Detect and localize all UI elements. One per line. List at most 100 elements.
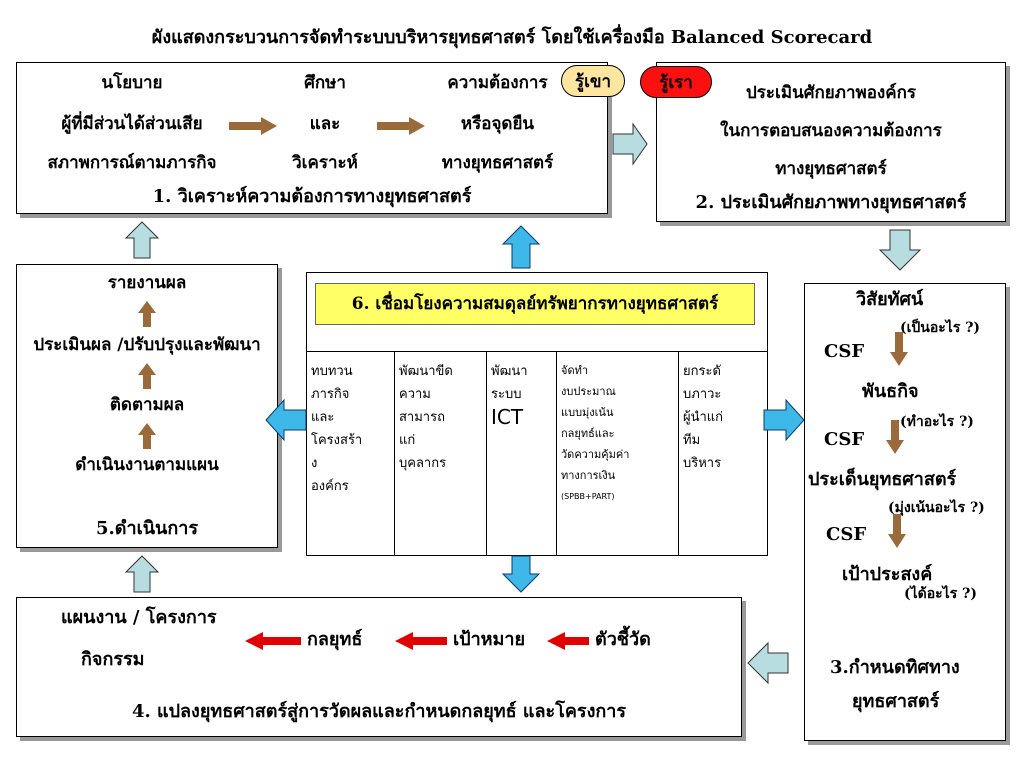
step6-col4-line: (SPBB+PART) bbox=[561, 492, 615, 501]
step2-box: ประเมินศักยภาพองค์กร ในการตอบสนองความต้อ… bbox=[656, 62, 1006, 222]
step5-operate: ดำเนินงานตามแผน bbox=[75, 455, 219, 475]
step4-target: เป้าหมาย bbox=[453, 629, 526, 650]
step6-col2-line: สามารถ bbox=[399, 410, 445, 425]
step1-label: 1. วิเคราะห์ความต้องการทางยุทธศาสตร์ bbox=[152, 186, 472, 207]
step3-label-line2: ยุทธศาสตร์ bbox=[852, 691, 940, 712]
step1-arrow-1 bbox=[229, 117, 277, 135]
step1-policy: นโยบาย bbox=[101, 73, 163, 93]
step6-col2-line: ความ bbox=[399, 387, 431, 402]
step1-and: และ bbox=[309, 114, 341, 134]
step1-arrow-2 bbox=[377, 117, 425, 135]
step3-csf-1: CSF bbox=[824, 341, 865, 362]
step2-line1: ประเมินศักยภาพองค์กร bbox=[746, 83, 916, 103]
step6-col2-line: แก่ bbox=[399, 433, 416, 448]
arrow-step2-to-step3 bbox=[878, 229, 922, 271]
step6-label-highlight: 6. เชื่อมโยงความสมดุลย์ทรัพยากรทางยุทธศา… bbox=[315, 283, 755, 325]
step4-strategy: กลยุทธ์ bbox=[307, 629, 363, 650]
step3-q2: (ทำอะไร ?) bbox=[900, 414, 974, 430]
badge-know-us: รู้เรา bbox=[640, 66, 712, 98]
step6-col1-line: และ bbox=[311, 410, 335, 425]
step4-label: 4. แปลงยุทธศาสตร์สู่การวัดผลและกำหนดกลยุ… bbox=[131, 701, 627, 722]
step3-issues: ประเด็นยุทธศาสตร์ bbox=[808, 469, 957, 490]
arrow-step3-to-step4 bbox=[747, 641, 789, 685]
step6-col-leadership: ยกระดั บภาวะ ผู้นำแก่ ทีม บริหาร bbox=[679, 352, 767, 556]
step3-mission: พันธกิจ bbox=[862, 381, 919, 402]
step6-col3-line: พัฒนา bbox=[491, 364, 528, 379]
step3-goals: เป้าประสงค์ bbox=[842, 564, 933, 585]
step3-vision: วิสัยทัศน์ bbox=[856, 289, 924, 310]
step3-csf-2: CSF bbox=[824, 429, 865, 450]
step1-stakeholders: ผู้ที่มีส่วนได้ส่วนเสีย bbox=[61, 114, 203, 134]
step4-arrow-1 bbox=[245, 632, 301, 650]
step5-report: รายงานผล bbox=[107, 273, 187, 293]
step4-indicator: ตัวชี้วัด bbox=[595, 629, 651, 650]
step4-arrow-2 bbox=[395, 632, 447, 650]
step6-col1-line: โครงสร้า bbox=[311, 433, 363, 448]
step2-label: 2. ประเมินศักยภาพทางยุทธศาสตร์ bbox=[695, 192, 967, 213]
step6-col1-line: องค์กร bbox=[311, 479, 349, 494]
step3-q4: (ได้อะไร ?) bbox=[904, 586, 977, 602]
step6-arrow-left bbox=[265, 398, 307, 442]
step3-label-line1: 3.กำหนดทิศทาง bbox=[830, 657, 960, 678]
step6-col-review: ทบทวน ภารกิจ และ โครงสร้า ง องค์กร bbox=[307, 352, 395, 556]
step1-box: นโยบาย ผู้ที่มีส่วนได้ส่วนเสีย สภาพการณ์… bbox=[16, 62, 625, 214]
step6-col5-line: บริหาร bbox=[683, 456, 722, 471]
step3-arrow-1 bbox=[890, 332, 908, 366]
badge-know-them: รู้เขา bbox=[561, 65, 625, 97]
step1-needs: ความต้องการ bbox=[447, 73, 548, 93]
step6-col4-line: งบประมาณ bbox=[561, 385, 616, 398]
step3-box bbox=[804, 283, 1006, 741]
arrow-step5-to-step1 bbox=[124, 221, 160, 259]
step6-col5-line: ทีม bbox=[683, 433, 701, 448]
arrow-step1-to-step2 bbox=[612, 122, 648, 166]
step6-col-capability: พัฒนาขีด ความ สามารถ แก่ บุคลากร bbox=[395, 352, 487, 556]
step2-line3: ทางยุทธศาสตร์ bbox=[775, 159, 887, 179]
step4-arrow-3 bbox=[547, 632, 589, 650]
step1-position: หรือจุดยืน bbox=[460, 114, 535, 134]
step6-col-ict: พัฒนา ระบบ ICT bbox=[487, 352, 557, 556]
step6-col5-line: บภาวะ bbox=[683, 387, 722, 402]
step5-arrow-2 bbox=[138, 363, 156, 389]
step1-mission-situation: สภาพการณ์ตามภารกิจ bbox=[47, 153, 217, 173]
step6-col4-line: ทางการเงิน bbox=[561, 469, 616, 482]
step6-col4-line: แบบมุ่งเน้น bbox=[561, 406, 614, 419]
step5-box: รายงานผล ประเมินผล /ปรับปรุงและพัฒนา ติด… bbox=[16, 264, 278, 548]
step6-col1-line: ง bbox=[311, 456, 318, 471]
step1-analyze: วิเคราะห์ bbox=[292, 153, 358, 173]
step1-strategic: ทางยุทธศาสตร์ bbox=[441, 153, 554, 173]
step5-monitor: ติดตามผล bbox=[109, 395, 185, 415]
step6-col2-line: พัฒนาขีด bbox=[399, 364, 453, 379]
step5-evaluate: ประเมินผล /ปรับปรุงและพัฒนา bbox=[33, 335, 261, 355]
step5-arrow-3 bbox=[138, 423, 156, 449]
step5-arrow-1 bbox=[138, 301, 156, 327]
step3-q1: (เป็นอะไร ?) bbox=[900, 320, 981, 336]
step6-col4-line: วัดความคุ้มค่า bbox=[561, 448, 630, 461]
step5-label: 5.ดำเนินการ bbox=[95, 518, 199, 539]
step3-q3: (มุ่งเน้นอะไร ?) bbox=[888, 500, 985, 516]
arrow-step4-to-step5 bbox=[124, 555, 160, 593]
step2-line2: ในการตอบสนองความต้องการ bbox=[720, 121, 942, 141]
step3-csf-3: CSF bbox=[826, 524, 867, 545]
step6-col-budget: จัดทำ งบประมาณ แบบมุ่งเน้น กลยุทธ์และ วั… bbox=[557, 352, 679, 556]
step6-col1-line: ทบทวน bbox=[311, 364, 353, 379]
step6-arrow-right bbox=[763, 398, 805, 442]
step6-col3-line: ระบบ bbox=[491, 387, 522, 402]
step4-box: แผนงาน / โครงการ กิจกรรม กลยุทธ์ เป้าหมา… bbox=[16, 597, 742, 737]
step4-plan-line1: แผนงาน / โครงการ bbox=[61, 607, 217, 628]
step6-col4-line: กลยุทธ์และ bbox=[561, 427, 615, 440]
step6-col5-line: ผู้นำแก่ bbox=[683, 410, 724, 425]
step6-col4-line: จัดทำ bbox=[561, 364, 589, 377]
page-title: ผังแสดงกระบวนการจัดทำระบบบริหารยุทธศาสตร… bbox=[151, 27, 873, 48]
step6-col3-ict: ICT bbox=[491, 405, 524, 429]
step6-columns: ทบทวน ภารกิจ และ โครงสร้า ง องค์กร พัฒนา… bbox=[307, 351, 767, 556]
step6-arrow-up bbox=[501, 225, 541, 269]
step6-col2-line: บุคลากร bbox=[399, 456, 447, 471]
step6-arrow-down bbox=[501, 555, 541, 593]
step3-arrow-3 bbox=[888, 514, 906, 548]
step4-plan-line2: กิจกรรม bbox=[81, 649, 145, 670]
step6-label: 6. เชื่อมโยงความสมดุลย์ทรัพยากรทางยุทธศา… bbox=[351, 294, 719, 314]
step6-box: 6. เชื่อมโยงความสมดุลย์ทรัพยากรทางยุทธศา… bbox=[306, 272, 768, 556]
step3-arrow-2 bbox=[886, 420, 904, 454]
step6-col5-line: ยกระดั bbox=[683, 364, 721, 379]
step6-col1-line: ภารกิจ bbox=[311, 387, 350, 402]
